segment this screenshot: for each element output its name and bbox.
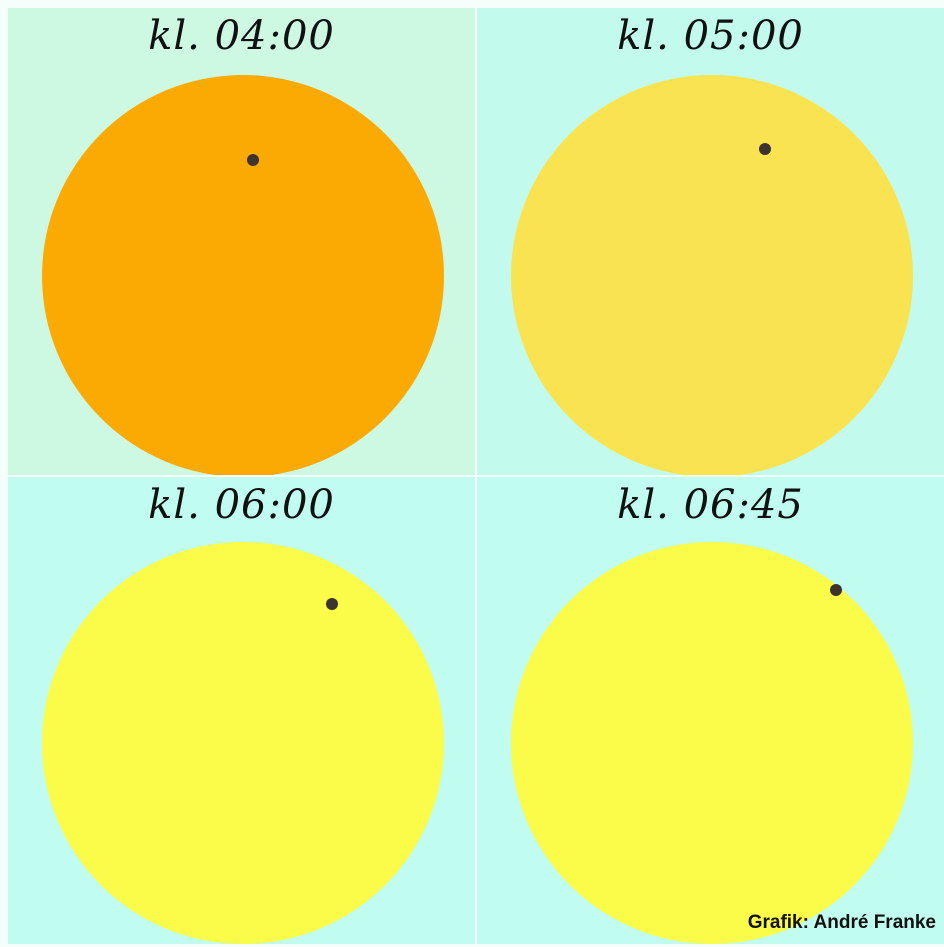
panel-0645: kl. 06:45 Grafik: André Franke [477, 477, 944, 944]
panel-time-label: kl. 06:00 [148, 482, 335, 528]
transit-image-grid: kl. 04:00 kl. 05:00 kl. 06:00 kl. 06:45 … [8, 8, 944, 944]
sun-disk [511, 75, 913, 475]
panel-0500: kl. 05:00 [477, 8, 944, 475]
planet-dot [326, 598, 338, 610]
planet-dot [759, 143, 771, 155]
sun-disk [511, 542, 913, 944]
panel-time-label: kl. 06:45 [617, 482, 804, 528]
credit-label: Grafik: André Franke [747, 912, 936, 933]
panel-time-label: kl. 04:00 [148, 13, 335, 59]
planet-dot [247, 154, 259, 166]
sun-disk [42, 75, 444, 475]
sun-disk [42, 542, 444, 944]
panel-0400: kl. 04:00 [8, 8, 475, 475]
panel-0600: kl. 06:00 [8, 477, 475, 944]
panel-time-label: kl. 05:00 [617, 13, 804, 59]
planet-dot [830, 584, 842, 596]
